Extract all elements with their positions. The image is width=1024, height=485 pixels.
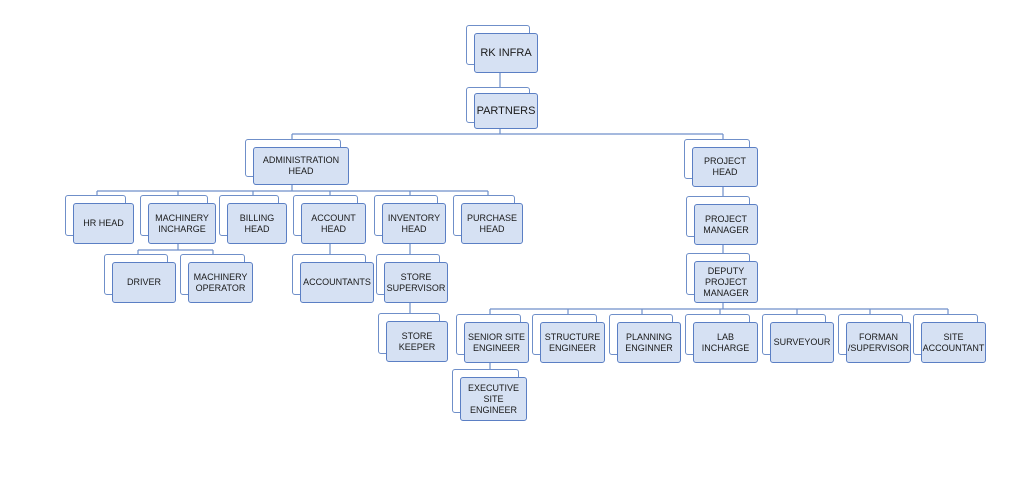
node-project-head: PROJECT HEAD xyxy=(684,139,758,187)
node-site-accountant: SITE ACCOUNTANT xyxy=(913,314,986,363)
node-project-head-label: PROJECT HEAD xyxy=(692,147,758,187)
node-machinery-incharge-label: MACHINERY INCHARGE xyxy=(148,203,216,244)
node-store-supervisor: STORE SUPERVISOR xyxy=(376,254,448,303)
node-partners: PARTNERS xyxy=(466,87,538,129)
node-driver: DRIVER xyxy=(104,254,176,303)
node-planning-engineer-label: PLANNING ENGINNER xyxy=(617,322,681,363)
node-inventory-head: INVENTORY HEAD xyxy=(374,195,446,244)
node-store-keeper: STORE KEEPER xyxy=(378,313,448,362)
node-store-keeper-label: STORE KEEPER xyxy=(386,321,448,362)
node-purchase-head: PURCHASE HEAD xyxy=(453,195,523,244)
node-lab-incharge-label: LAB INCHARGE xyxy=(693,322,758,363)
node-accountants: ACCOUNTANTS xyxy=(292,254,374,303)
node-planning-engineer: PLANNING ENGINNER xyxy=(609,314,681,363)
node-project-manager-label: PROJECT MANAGER xyxy=(694,204,758,245)
node-senior-site-engineer-label: SENIOR SITE ENGINEER xyxy=(464,322,529,363)
node-purchase-head-label: PURCHASE HEAD xyxy=(461,203,523,244)
node-deputy-project-manager-label: DEPUTY PROJECT MANAGER xyxy=(694,261,758,303)
node-driver-label: DRIVER xyxy=(112,262,176,303)
node-executive-site-engineer-label: EXECUTIVE SITE ENGINEER xyxy=(460,377,527,421)
node-rk-infra-label: RK INFRA xyxy=(474,33,538,73)
node-project-manager: PROJECT MANAGER xyxy=(686,196,758,245)
node-partners-label: PARTNERS xyxy=(474,93,538,129)
node-forman-supervisor-label: FORMAN /SUPERVISOR xyxy=(846,322,911,363)
node-hr-head: HR HEAD xyxy=(65,195,134,244)
node-site-accountant-label: SITE ACCOUNTANT xyxy=(921,322,986,363)
node-surveyour-label: SURVEYOUR xyxy=(770,322,834,363)
node-senior-site-engineer: SENIOR SITE ENGINEER xyxy=(456,314,529,363)
node-machinery-incharge: MACHINERY INCHARGE xyxy=(140,195,216,244)
node-machinery-operator: MACHINERY OPERATOR xyxy=(180,254,253,303)
node-billing-head-label: BILLING HEAD xyxy=(227,203,287,244)
node-account-head-label: ACCOUNT HEAD xyxy=(301,203,366,244)
node-inventory-head-label: INVENTORY HEAD xyxy=(382,203,446,244)
node-structure-engineer-label: STRUCTURE ENGINEER xyxy=(540,322,605,363)
node-accountants-label: ACCOUNTANTS xyxy=(300,262,374,303)
node-store-supervisor-label: STORE SUPERVISOR xyxy=(384,262,448,303)
node-administration-head: ADMINISTRATION HEAD xyxy=(245,139,349,185)
node-administration-head-label: ADMINISTRATION HEAD xyxy=(253,147,349,185)
node-machinery-operator-label: MACHINERY OPERATOR xyxy=(188,262,253,303)
node-deputy-project-manager: DEPUTY PROJECT MANAGER xyxy=(686,253,758,303)
node-rk-infra: RK INFRA xyxy=(466,25,538,73)
node-surveyour: SURVEYOUR xyxy=(762,314,834,363)
node-forman-supervisor: FORMAN /SUPERVISOR xyxy=(838,314,911,363)
node-account-head: ACCOUNT HEAD xyxy=(293,195,366,244)
node-lab-incharge: LAB INCHARGE xyxy=(685,314,758,363)
node-executive-site-engineer: EXECUTIVE SITE ENGINEER xyxy=(452,369,527,421)
node-billing-head: BILLING HEAD xyxy=(219,195,287,244)
node-structure-engineer: STRUCTURE ENGINEER xyxy=(532,314,605,363)
node-hr-head-label: HR HEAD xyxy=(73,203,134,244)
